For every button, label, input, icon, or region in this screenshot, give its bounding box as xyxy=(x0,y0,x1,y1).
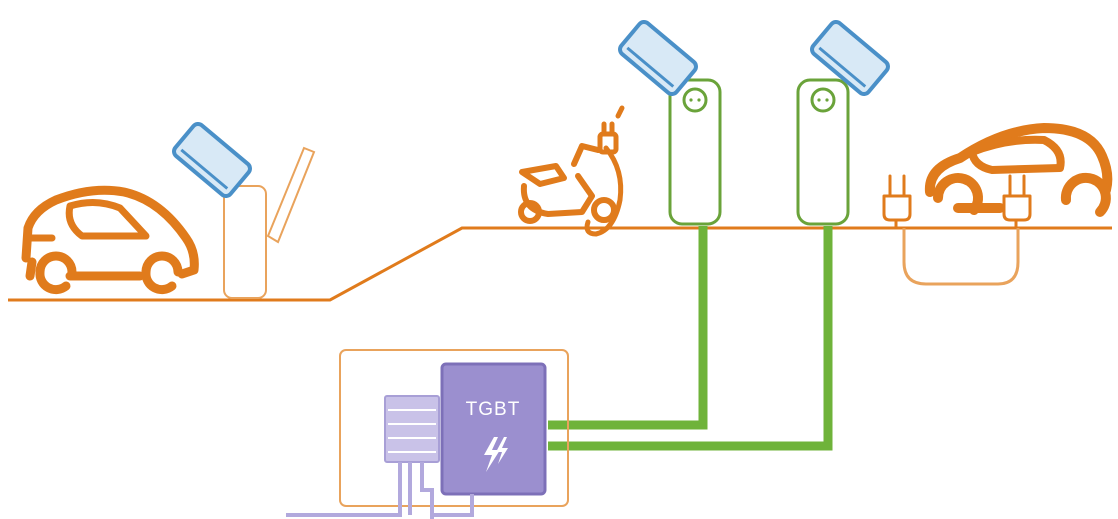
power-cable xyxy=(548,226,703,425)
power-cable xyxy=(548,226,828,446)
charging-station-icon xyxy=(670,80,720,224)
charging-station-icon xyxy=(798,80,848,224)
socket-icon xyxy=(684,89,706,111)
server-icon xyxy=(385,396,439,462)
charging-cable xyxy=(904,228,1018,284)
plug-icon xyxy=(884,176,910,228)
car-icon xyxy=(26,190,194,276)
tgbt-label: TGBT xyxy=(466,399,521,420)
scooter-icon xyxy=(521,146,614,221)
tgbt-panel xyxy=(442,364,545,494)
barrier-post xyxy=(224,186,266,298)
plug-icon xyxy=(1004,176,1030,228)
socket-icon xyxy=(812,89,834,111)
barrier-arm xyxy=(268,148,314,242)
